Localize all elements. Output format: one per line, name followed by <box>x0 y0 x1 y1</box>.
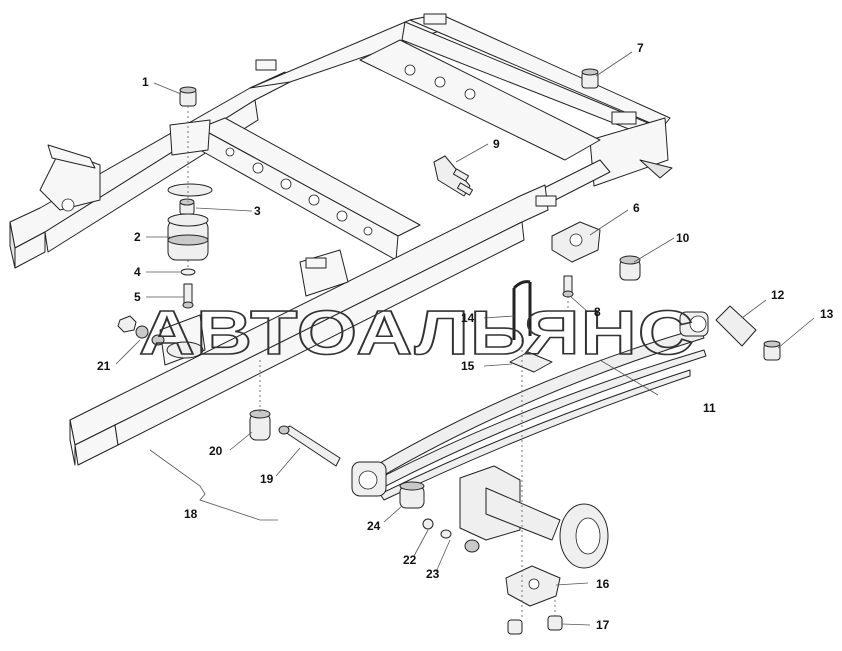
plate-12 <box>715 305 757 347</box>
callout-12: 12 <box>771 288 785 302</box>
callout-23: 23 <box>426 567 440 581</box>
callout-21: 21 <box>97 359 111 373</box>
callout-2: 2 <box>134 230 141 244</box>
callout-7: 7 <box>637 41 644 55</box>
callout-9: 9 <box>493 137 500 151</box>
bushing-7 <box>581 68 599 89</box>
vehicle-frame <box>9 13 673 466</box>
nut-17a <box>507 619 523 635</box>
callout-3: 3 <box>254 204 261 218</box>
callout-11: 11 <box>703 401 716 415</box>
washer-22 <box>422 518 434 530</box>
bushing-20 <box>249 409 271 441</box>
shackle-9 <box>433 155 474 197</box>
callout-5: 5 <box>134 290 141 304</box>
bushing-10 <box>619 255 641 281</box>
bracket-6 <box>551 221 601 263</box>
callout-13: 13 <box>820 307 834 321</box>
nut-13 <box>763 340 781 361</box>
leader-lines <box>115 51 815 626</box>
callout-15: 15 <box>461 359 475 373</box>
nut-21 <box>117 315 137 333</box>
leaf-spring <box>351 311 709 501</box>
nut-17b <box>547 615 563 631</box>
pin-19 <box>278 425 341 467</box>
callout-24: 24 <box>367 519 381 533</box>
callout-labels: 1 2 3 4 5 6 7 8 9 10 11 12 13 14 15 16 1… <box>97 41 834 632</box>
bushing-24 <box>399 481 425 509</box>
bolt-5 <box>182 283 194 309</box>
parts <box>117 68 781 635</box>
buffer-cap <box>179 198 195 215</box>
bump-stop <box>179 86 197 107</box>
callout-19: 19 <box>260 472 274 486</box>
bolt-8 <box>562 275 574 298</box>
callout-20: 20 <box>209 444 223 458</box>
callout-18: 18 <box>184 507 198 521</box>
washer-4 <box>180 268 196 276</box>
watermark-text: АВТОАЛЬЯНС <box>139 299 695 368</box>
callout-16: 16 <box>596 577 610 591</box>
callout-1: 1 <box>142 75 149 89</box>
callout-14: 14 <box>461 311 475 325</box>
callout-17: 17 <box>596 618 610 632</box>
callout-4: 4 <box>134 265 141 279</box>
spring-pad-16 <box>505 565 561 607</box>
nut-23 <box>464 539 480 553</box>
callout-8: 8 <box>594 305 601 319</box>
callout-22: 22 <box>403 553 417 567</box>
rubber-buffer <box>167 213 209 261</box>
assembly-lines <box>187 106 569 620</box>
callout-10: 10 <box>676 231 690 245</box>
axle-housing <box>459 465 609 569</box>
washer-23 <box>440 529 452 539</box>
u-bolt-14 <box>512 280 532 340</box>
callout-6: 6 <box>633 201 640 215</box>
